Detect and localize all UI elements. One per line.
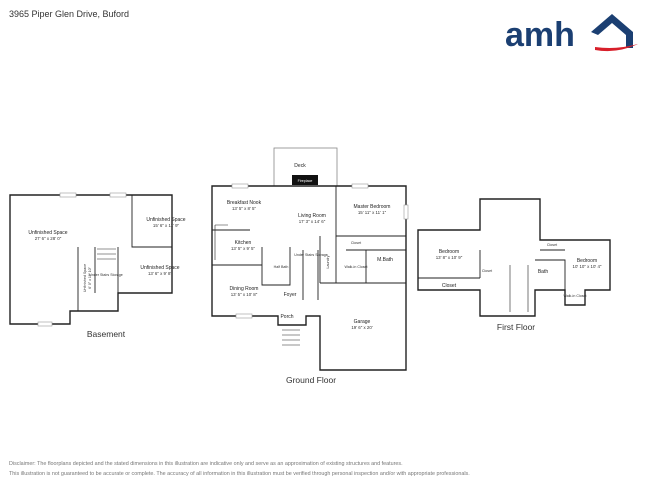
ground-closet-label: Closet: [351, 241, 361, 245]
logo-swoosh-icon: [595, 44, 638, 52]
logo-roof-icon: [591, 14, 633, 48]
master-bedroom-label: Master Bedroom: [354, 204, 391, 210]
ground-wall-stairs: [302, 250, 319, 300]
bedroom2-dims: 10' 10" x 10' 4": [573, 264, 602, 269]
basement-window: [59, 192, 77, 198]
ground-wall-kitchen: [212, 229, 262, 266]
basement-under-stairs-label: Under Stairs Storage: [89, 273, 123, 277]
basement-unfinished-narrow-label: Unfinished Space: [83, 264, 87, 292]
first-closet3-label: Closet: [547, 243, 557, 247]
master-bedroom-dims: 15' 11" x 11' 1": [358, 210, 387, 215]
basement-unfinished-ne-dims: 15' 6" x 11' 9": [153, 223, 180, 228]
basement-unfinished-main-label: Unfinished Space: [28, 230, 67, 236]
first-closet2-label: Closet: [482, 269, 492, 273]
logo-text: amh: [505, 16, 575, 52]
basement-unfinished-se-dims: 13' 6" x 9' 8": [148, 271, 173, 276]
mbath-label: M.Bath: [377, 257, 393, 263]
basement-window: [109, 192, 127, 198]
first-wall-bath: [535, 249, 566, 290]
basement-window: [37, 321, 53, 327]
half-bath-label: Half Bath: [274, 265, 289, 269]
basement-outline: [9, 194, 173, 325]
garage-dims: 19' 6" x 20': [351, 325, 372, 330]
ground-window: [351, 183, 369, 189]
ground-window: [403, 204, 409, 220]
porch-steps: [282, 329, 300, 346]
ground-window: [235, 313, 253, 319]
basement-unfinished-main-dims: 27' 6" x 28' 0": [35, 236, 62, 241]
dining-room-dims: 13' 5" x 10' 8": [231, 292, 258, 297]
porch-label: Porch: [280, 314, 293, 320]
floor-label-ground: Ground Floor: [286, 375, 336, 385]
first-bath-label: Bath: [538, 269, 549, 275]
basement-unfinished-narrow-dims: 6' 0" x 10' 10": [88, 266, 92, 288]
kitchen-counter: [214, 224, 228, 260]
ground-window: [231, 183, 249, 189]
disclaimer: Disclaimer: The floorplans depicted and …: [9, 459, 470, 479]
basement-unfinished-ne-label: Unfinished Space: [146, 217, 185, 223]
ground-under-stairs-label: Under Stairs Storage: [294, 253, 328, 257]
first-walkin-label: Walk-in Closet: [563, 294, 586, 298]
first-wall-bedroom1: [418, 250, 481, 279]
basement-unfinished-se-label: Unfinished Space: [140, 265, 179, 271]
fireplace-box: [292, 175, 318, 185]
amh-logo: amh: [505, 14, 638, 52]
bedroom2-label: Bedroom: [577, 258, 597, 264]
bedroom1-dims: 13' 8" x 10' 9": [436, 255, 463, 260]
basement-narrow-room: [77, 247, 96, 311]
first-closet1-label: Closet: [442, 283, 457, 289]
floor-label-basement: Basement: [87, 329, 126, 339]
ground-wall-laundry: [319, 236, 337, 283]
floor-label-first: First Floor: [497, 322, 535, 332]
first-stairs: [509, 265, 529, 312]
foyer-label: Foyer: [284, 292, 297, 298]
ground-outline: [211, 185, 407, 371]
deck-label: Deck: [294, 163, 306, 169]
kitchen-label: Kitchen: [235, 240, 252, 246]
living-room-dims: 17' 3" x 14' 6": [299, 219, 326, 224]
breakfast-nook-dims: 13' 5" x 8' 5": [232, 206, 257, 211]
bedroom1-label: Bedroom: [439, 249, 459, 255]
dining-room-label: Dining Room: [230, 286, 259, 292]
first-outline: [417, 198, 611, 317]
breakfast-nook-label: Breakfast Nook: [227, 200, 262, 206]
fireplace-label: Fireplace: [298, 179, 313, 183]
ground-wall-halfbath: [261, 247, 291, 286]
property-address: 3965 Piper Glen Drive, Buford: [9, 9, 130, 19]
kitchen-dims: 13' 5" x 9' 5": [231, 246, 256, 251]
basement-stairs: [97, 248, 116, 260]
living-room-label: Living Room: [298, 213, 326, 219]
ground-wall-mbath: [346, 249, 406, 283]
disclaimer-line-1: Disclaimer: The floorplans depicted and …: [9, 461, 403, 467]
garage-label: Garage: [354, 319, 371, 325]
basement-wall-ne: [131, 195, 172, 248]
laundry-label: Laundry: [326, 255, 330, 268]
ground-walkin-label: Walk-in Closet: [344, 265, 367, 269]
disclaimer-line-2: This illustration is not guaranteed to b…: [9, 471, 470, 477]
